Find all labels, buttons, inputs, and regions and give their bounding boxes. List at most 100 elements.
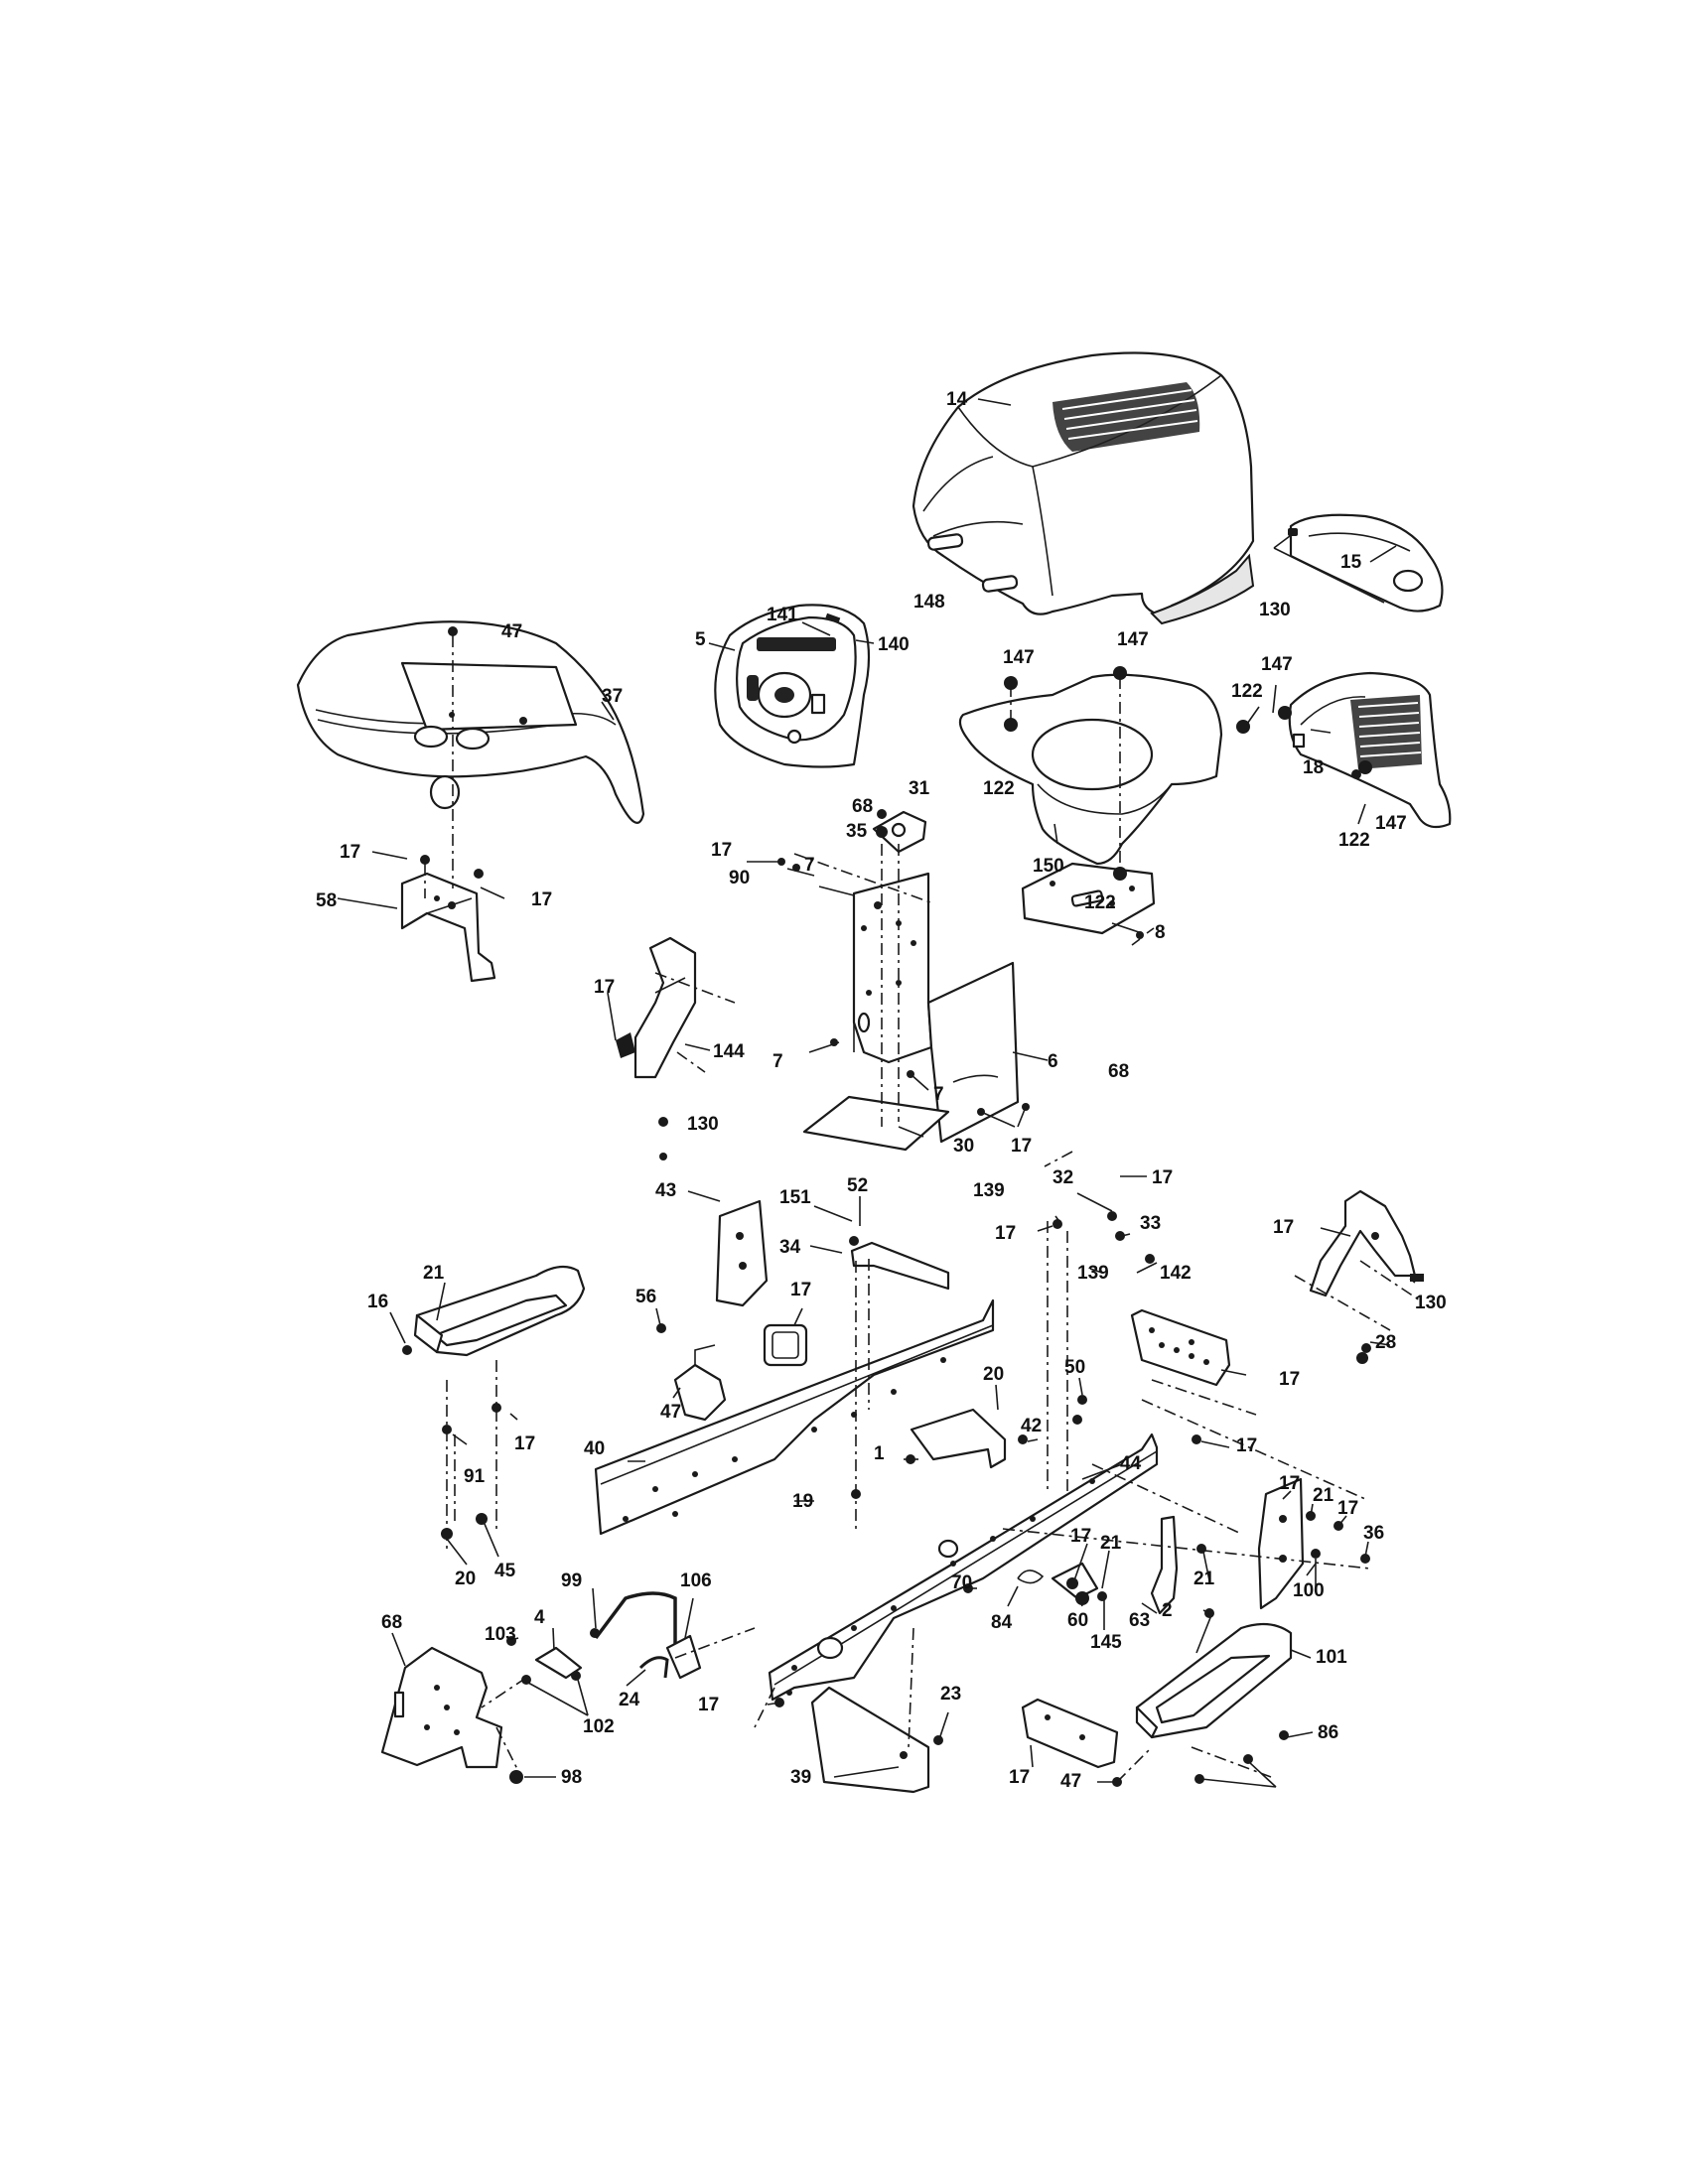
callout-17: 1 <box>874 1443 885 1464</box>
callout-17: 47 <box>1060 1771 1081 1792</box>
callout-47: 17 <box>514 1433 535 1454</box>
pad-16-part <box>763 1323 808 1367</box>
leader-lines <box>337 398 1416 1788</box>
callout-122: 122 <box>1231 681 1263 702</box>
callout-17: 17 <box>531 889 552 910</box>
callout-17: 17 <box>1236 1435 1257 1456</box>
callout-33: 139 <box>1077 1263 1109 1284</box>
bracket-39-part <box>1021 1698 1119 1769</box>
hood-part <box>912 351 1255 625</box>
callout-18: 18 <box>1303 757 1324 778</box>
callout-103: 4 <box>534 1607 545 1628</box>
callout-7: 7 <box>804 855 815 876</box>
fuel-tank-part <box>958 673 1223 866</box>
callout-37: 37 <box>602 686 623 707</box>
callout-147: 147 <box>1261 654 1293 675</box>
bracket-31-part <box>872 810 927 854</box>
plate-43-part <box>715 1199 769 1307</box>
callout-98: 39 <box>790 1767 811 1788</box>
bracket-44-part <box>1257 1477 1305 1610</box>
callout-147: 147 <box>1375 813 1407 834</box>
callout-122: 122 <box>1338 830 1370 851</box>
grille-part <box>1288 513 1444 613</box>
bracket-40-part <box>910 1408 1007 1469</box>
callout-60: 145 <box>1090 1632 1122 1653</box>
callout-17: 21 <box>1313 1485 1334 1506</box>
callout-44: 17 <box>1279 1473 1300 1494</box>
callout-42: 50 <box>1064 1357 1085 1378</box>
bracket-142-part <box>1309 1189 1424 1297</box>
callout-2: 68 <box>381 1612 402 1633</box>
bracket-56-part <box>673 1344 727 1422</box>
callout-45: 17 <box>1070 1526 1091 1547</box>
callout-68: 68 <box>1108 1061 1129 1082</box>
lift-rod-part <box>594 1591 702 1680</box>
callout-40: 20 <box>983 1364 1004 1385</box>
callout-106: 70 <box>951 1572 972 1593</box>
callout-15: 15 <box>1340 552 1362 573</box>
callout-99: 106 <box>680 1570 712 1591</box>
callout-100: 99 <box>561 1570 582 1591</box>
callout-47: 47 <box>501 621 522 642</box>
frame-rail-1-part <box>768 1433 1159 1702</box>
callout-17: 17 <box>1152 1167 1173 1188</box>
callout-21: 21 <box>1193 1569 1215 1589</box>
callout-32: 17 <box>995 1223 1016 1244</box>
alignment-lines <box>424 635 1421 1783</box>
callout-20: 45 <box>494 1561 516 1581</box>
pedal-84-part <box>1150 1515 1179 1615</box>
callout-17: 56 <box>635 1287 656 1307</box>
callout-140: 140 <box>878 634 910 655</box>
callout-17: 33 <box>1140 1213 1161 1234</box>
callout-14: 14 <box>946 389 968 410</box>
callout-122: 122 <box>1084 892 1116 913</box>
callout-150: 150 <box>1033 856 1064 877</box>
callout-151: 151 <box>779 1187 811 1208</box>
callout-28: 21 <box>423 1263 445 1284</box>
callout-31: 31 <box>909 778 930 799</box>
callout-16: 17 <box>790 1280 811 1300</box>
bracket-144-part <box>616 936 697 1079</box>
callout-34: 34 <box>779 1237 801 1258</box>
callout-84: 63 <box>1129 1610 1150 1631</box>
callout-17: 17 <box>594 977 615 998</box>
callout-17: 17 <box>340 842 360 863</box>
callout-6: 6 <box>1048 1051 1058 1072</box>
callout-90: 90 <box>729 868 750 888</box>
callout-21: 17 <box>1337 1498 1358 1519</box>
callout-58: 58 <box>316 890 337 911</box>
bumper-50-part <box>1130 1308 1231 1387</box>
dash-panel-part <box>714 604 871 768</box>
dash-bracket-part <box>400 872 496 983</box>
callout-52: 52 <box>847 1175 868 1196</box>
callout-56: 47 <box>660 1402 681 1423</box>
skid-98-part <box>810 1686 930 1794</box>
callout-144: 144 <box>713 1041 745 1062</box>
callout-21: 100 <box>1293 1580 1325 1601</box>
callout-17: 23 <box>940 1684 961 1705</box>
bracket-34-part <box>850 1241 950 1291</box>
callout-68: 68 <box>852 796 873 817</box>
callout-labels: 14 148 15 130 141 140 5 47 37 147 147 14… <box>316 389 1447 1792</box>
callout-70: 84 <box>991 1612 1013 1633</box>
callout-19: 20 <box>455 1569 476 1589</box>
callout-8: 8 <box>1155 922 1166 943</box>
console-frame-part <box>852 872 1020 1144</box>
callout-91: 40 <box>584 1438 605 1459</box>
callout-130: 130 <box>1259 600 1291 620</box>
callout-68: 103 <box>485 1624 516 1645</box>
footrest-24-part <box>1135 1622 1293 1739</box>
callout-141: 141 <box>767 605 798 625</box>
callout-24: 101 <box>1316 1647 1347 1668</box>
console-plate-8-part <box>1021 862 1156 935</box>
callout-20: 42 <box>1021 1416 1042 1436</box>
callout-39: 17 <box>1009 1767 1030 1788</box>
callout-1: 44 <box>1120 1453 1142 1474</box>
callout-17: 36 <box>1363 1523 1384 1544</box>
callout-17: 32 <box>1052 1167 1073 1188</box>
callout-101: 17 <box>698 1695 719 1715</box>
floor-plate-30-part <box>802 1095 950 1152</box>
callout-63: 60 <box>1067 1610 1088 1631</box>
callout-17: 130 <box>1415 1293 1447 1313</box>
